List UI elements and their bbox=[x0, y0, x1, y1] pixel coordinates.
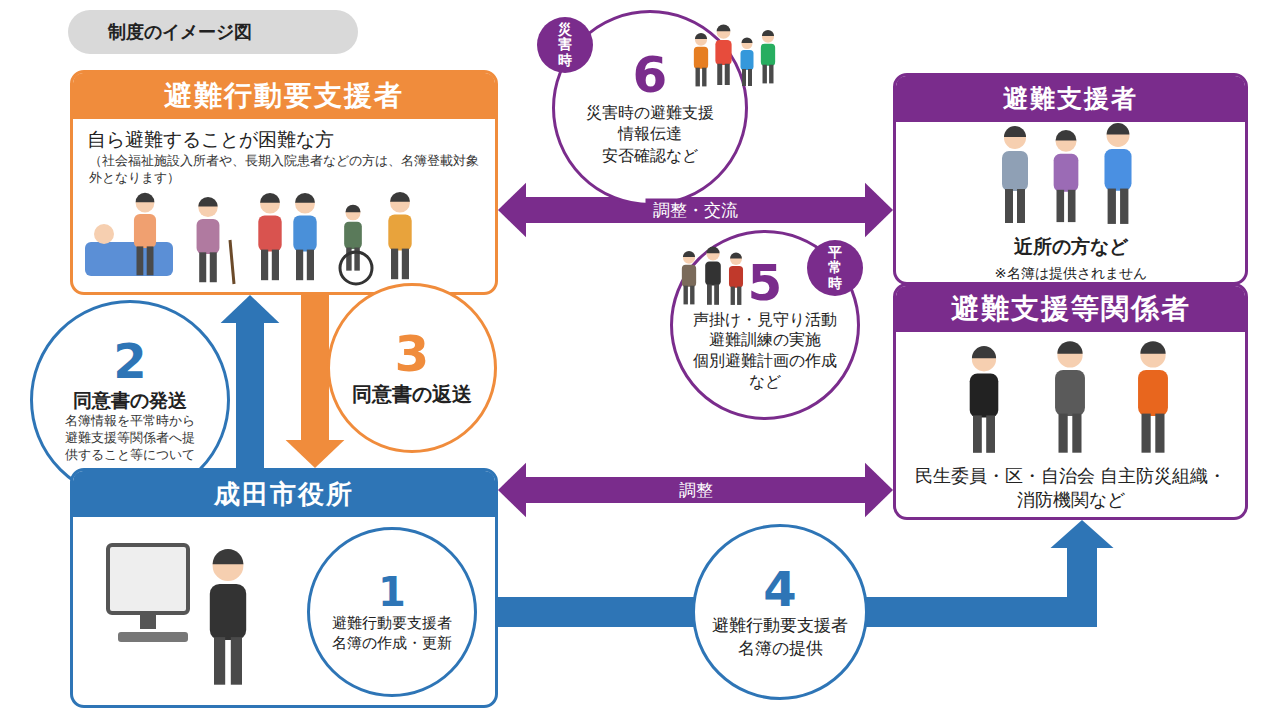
connector-line bbox=[524, 197, 867, 223]
box-header: 避難支援者 bbox=[896, 76, 1245, 122]
panel-box: 避難支援等関係者民生委員・区・自治会 自主防災組織・消防機関など bbox=[893, 283, 1248, 520]
callout-number: 1 bbox=[378, 571, 406, 613]
circle-note: 名簿情報を平常時から 避難支援等関係者へ提 供すること等について bbox=[63, 413, 198, 464]
box-body-text: 民生委員・区・自治会 自主防災組織・消防機関など bbox=[906, 464, 1235, 513]
status-badge: 災害時 bbox=[537, 17, 593, 73]
circle-text: 避難行動要支援者 名簿の作成・更新 bbox=[322, 613, 462, 654]
arrow-head bbox=[865, 183, 893, 238]
arrow-head bbox=[865, 463, 893, 518]
badge-text: 災害時 bbox=[558, 22, 572, 68]
circle-text: 声掛け・見守り活動 避難訓練の実施 個別避難計画の作成 など bbox=[680, 310, 850, 393]
box-note: （社会福祉施設入所者や、長期入院患者などの方は、名簿登載対象外となります） bbox=[89, 153, 481, 187]
callout-number: 5 bbox=[748, 257, 783, 310]
arrow-head bbox=[286, 440, 345, 468]
callout-number: 4 bbox=[763, 564, 796, 614]
box-body-text: 近所の方など bbox=[896, 234, 1245, 260]
arrow-head bbox=[221, 295, 280, 323]
step-circle: 1避難行動要支援者 名簿の作成・更新 bbox=[307, 527, 477, 697]
panel-box: 成田市役所 1避難行動要支援者 名簿の作成・更新 bbox=[70, 468, 498, 708]
box-header: 避難支援等関係者 bbox=[896, 286, 1245, 332]
arrow-head bbox=[498, 463, 526, 518]
badge-text: 平常時 bbox=[828, 245, 842, 291]
callout-number: 6 bbox=[633, 49, 668, 102]
circle-text: 災害時の避難支援 情報伝達 安否確認など bbox=[575, 102, 725, 167]
circle-heading: 同意書の発送 bbox=[73, 387, 187, 414]
status-badge: 平常時 bbox=[807, 240, 863, 296]
circle-heading: 同意書の返送 bbox=[352, 380, 472, 408]
arrow-head bbox=[1051, 520, 1114, 548]
panel-box: 避難行動要支援者自ら避難することが困難な方（社会福祉施設入所者や、長期入院患者な… bbox=[70, 70, 498, 295]
connector-label: 調整 bbox=[671, 479, 721, 502]
title-pill: 制度のイメージ図 bbox=[68, 10, 358, 54]
connector-arrow bbox=[498, 463, 893, 518]
box-header: 成田市役所 bbox=[73, 471, 495, 517]
circle-text: 避難行動要支援者 名簿の提供 bbox=[700, 614, 860, 660]
connector-line bbox=[524, 477, 867, 503]
box-body-text: 自ら避難することが困難な方 bbox=[87, 127, 334, 153]
callout-number: 3 bbox=[395, 328, 430, 381]
arrow-head bbox=[498, 183, 526, 238]
panel-box: 避難支援者近所の方など ※名簿は提供されません bbox=[893, 73, 1248, 285]
step-circle: 3同意書の返送 bbox=[327, 283, 497, 453]
connector-line bbox=[301, 295, 329, 442]
callout-number: 2 bbox=[113, 336, 146, 386]
box-note: ※名簿は提供されません bbox=[896, 264, 1245, 283]
connector-label: 調整・交流 bbox=[645, 199, 746, 222]
box-header: 避難行動要支援者 bbox=[73, 73, 495, 119]
child bbox=[761, 30, 775, 83]
step-circle: 4避難行動要支援者 名簿の提供 bbox=[692, 524, 868, 700]
connector-line bbox=[236, 321, 264, 468]
connector-arrow bbox=[221, 295, 280, 468]
